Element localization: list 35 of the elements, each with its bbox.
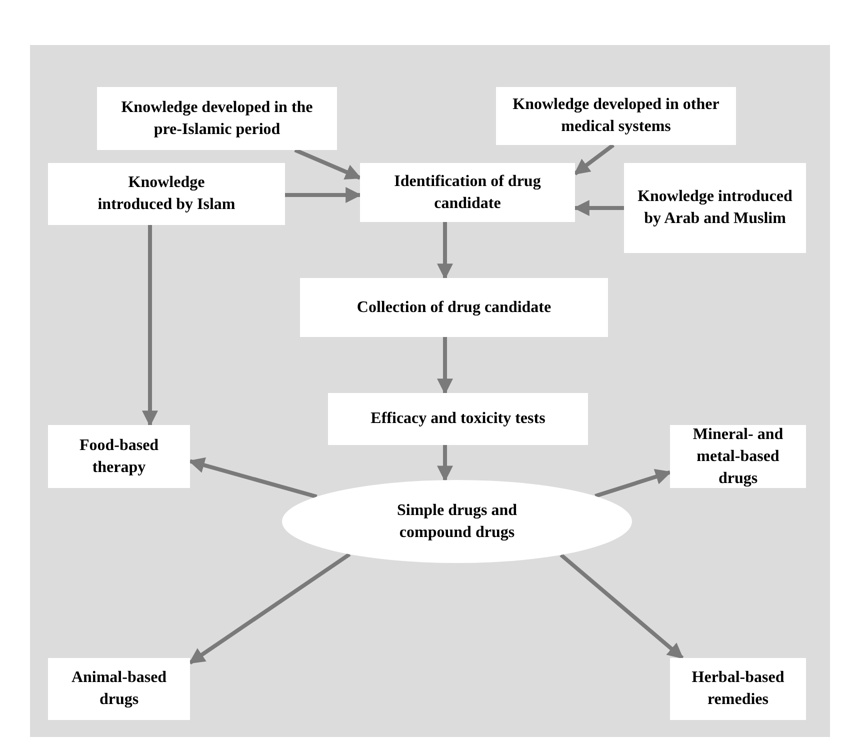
arrow	[560, 553, 684, 660]
process-box	[496, 87, 736, 145]
process-box	[48, 163, 285, 225]
box-label: Herbal-based remedies	[690, 668, 786, 710]
arrow	[285, 187, 362, 203]
arrow	[573, 200, 624, 216]
box-label: Knowledge developed in other medical systems	[512, 95, 720, 137]
arrow	[188, 457, 318, 499]
arrow	[294, 148, 362, 180]
arrow	[437, 337, 453, 395]
process-box	[48, 425, 190, 488]
box-label: Identification of drug candidate	[393, 172, 542, 214]
arrow	[437, 222, 453, 280]
arrow	[437, 445, 453, 482]
process-box	[328, 393, 588, 445]
process-box	[48, 658, 190, 720]
box-label: Animal-based drugs	[70, 668, 168, 710]
box-label: Simple drugs and compound drugs	[396, 500, 518, 542]
box-label: Collection of drug candidate	[356, 298, 552, 318]
box-label: Mineral- and metal-based drugs	[692, 424, 784, 488]
box-label: Food-based therapy	[78, 436, 160, 478]
box-label: Knowledge developed in the pre-Islamic period	[121, 98, 313, 140]
box-label: Knowledge introduced by Arab and Muslim	[636, 187, 794, 229]
arrow	[142, 225, 158, 427]
box-label: Knowledge introduced by Islam	[96, 173, 236, 215]
process-box	[670, 658, 806, 720]
process-box	[624, 163, 806, 253]
arrow	[594, 469, 672, 498]
box-label: Efficacy and toxicity tests	[370, 409, 546, 429]
process-box	[360, 163, 575, 222]
process-box	[670, 425, 806, 488]
process-box	[97, 87, 337, 150]
process-box	[300, 278, 608, 337]
arrow	[188, 552, 351, 664]
arrow	[574, 143, 615, 176]
